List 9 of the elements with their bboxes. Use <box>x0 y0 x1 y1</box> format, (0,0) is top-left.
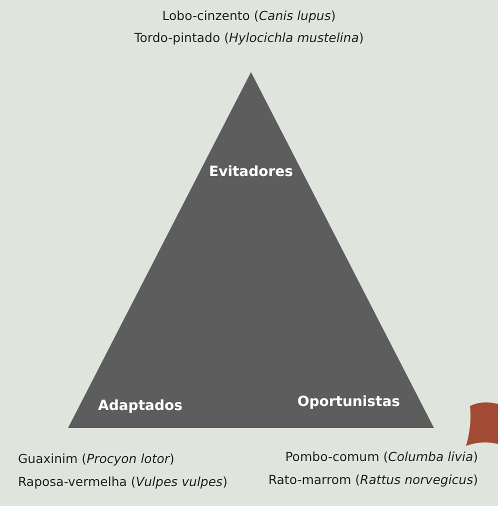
species-label: Raposa-vermelha (Vulpes vulpes) <box>18 474 228 489</box>
species-label: Guaxinim (Procyon lotor) <box>18 451 174 466</box>
category-label: Adaptados <box>98 398 182 414</box>
species-label: Pombo-comum (Columba livia) <box>285 449 478 464</box>
species-label: Lobo-cinzento (Canis lupus) <box>161 8 337 23</box>
category-label: Evitadores <box>209 164 293 180</box>
category-label: Oportunistas <box>297 394 400 410</box>
species-label: Tordo-pintado (Hylocichla mustelina) <box>133 30 365 45</box>
species-label: Rato-marrom (Rattus norvegicus) <box>268 472 478 487</box>
